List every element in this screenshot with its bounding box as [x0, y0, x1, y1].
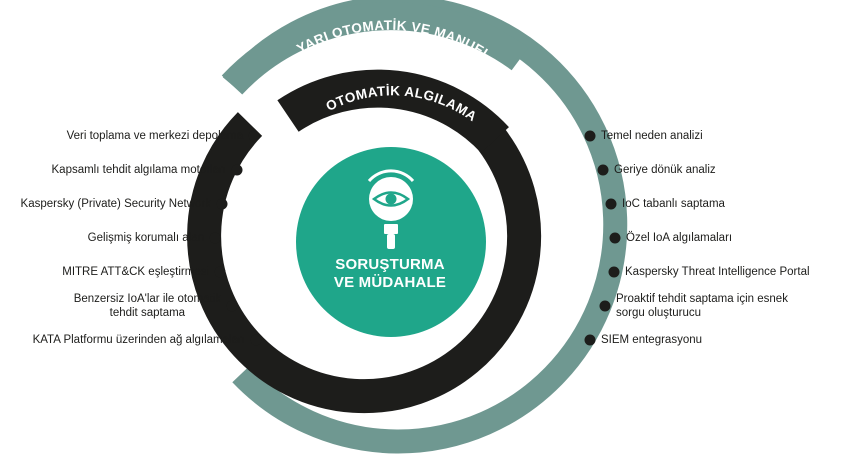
right-item-dot	[597, 164, 609, 176]
left-item-label: KATA Platformu üzerinden ağ algılamaları	[33, 333, 245, 347]
right-item-dot	[584, 334, 596, 346]
inner-ring-band	[277, 69, 509, 154]
right-item-dot	[599, 300, 611, 312]
right-item-label: Geriye dönük analiz	[614, 163, 716, 177]
left-item-label: Kapsamlı tehdit algılama motorları	[52, 163, 227, 177]
left-item-label: Benzersiz IoA'lar ile otomatik tehdit sap…	[74, 292, 221, 320]
right-item-text: SIEM entegrasyonu	[601, 334, 703, 346]
left-item-text: MITRE ATT&CK eşleştirmesi	[62, 266, 209, 278]
left-item-dot	[214, 266, 226, 278]
right-item-text: Özel IoA algılamaları	[626, 232, 733, 244]
left-item-text: KATA Platformu üzerinden ağ algılamaları	[32, 334, 245, 346]
right-item-text: IoC tabanlı saptama	[622, 198, 725, 210]
right-item-dot	[584, 130, 596, 142]
right-item-label: Kaspersky Threat Intelligence Portal	[625, 265, 810, 279]
left-item-text: Kapsamlı tehdit algılama motorları	[51, 164, 227, 176]
left-item-label: Kaspersky (Private) Security Network	[21, 197, 211, 211]
eye-magnifier-icon	[367, 169, 415, 249]
right-item-text: Geriye dönük analiz	[614, 164, 716, 176]
right-item-text-line2: sorgu oluşturucu	[616, 307, 702, 319]
right-item-label: SIEM entegrasyonu	[601, 333, 702, 347]
right-item-text: Temel neden analizi	[601, 130, 703, 142]
left-item-dot	[226, 300, 238, 312]
right-item-dot	[609, 232, 621, 244]
left-item-dot	[209, 232, 221, 244]
center-title-line1: SORUŞTURMA	[335, 256, 445, 273]
center-title: SORUŞTURMA VE MÜDAHALE	[300, 256, 480, 292]
left-item-text: Veri toplama ve merkezi depolama	[66, 130, 243, 142]
left-item-dot	[216, 198, 228, 210]
right-item-label: Özel IoA algılamaları	[626, 231, 732, 245]
center-title-line2: VE MÜDAHALE	[333, 274, 447, 291]
right-item-dot	[608, 266, 620, 278]
right-item-label: Temel neden analizi	[601, 129, 703, 143]
left-item-text: Gelişmiş korumalı alan	[87, 232, 204, 244]
inner-ring	[187, 112, 542, 414]
outer-ring-band	[221, 2, 529, 95]
left-item-dot	[248, 130, 260, 142]
right-item-label: IoC tabanlı saptama	[622, 197, 725, 211]
left-item-label: Veri toplama ve merkezi depolama	[67, 129, 243, 143]
right-item-dot	[605, 198, 617, 210]
left-item-label: Gelişmiş korumalı alan	[88, 231, 204, 245]
left-item-text: Kaspersky (Private) Security Network	[20, 198, 211, 210]
right-item-label: Proaktif tehdit saptama için esnek sorgu …	[616, 292, 788, 320]
left-item-dot	[250, 334, 262, 346]
left-item-text-line2: tehdit saptama	[109, 307, 186, 319]
right-item-text: Kaspersky Threat Intelligence Portal	[625, 266, 810, 278]
left-item-dot	[231, 164, 243, 176]
left-item-text: Benzersiz IoA'lar ile otomatik	[73, 293, 221, 305]
right-item-text: Proaktif tehdit saptama için esnek	[616, 293, 788, 305]
left-item-label: MITRE ATT&CK eşleştirmesi	[62, 265, 209, 279]
